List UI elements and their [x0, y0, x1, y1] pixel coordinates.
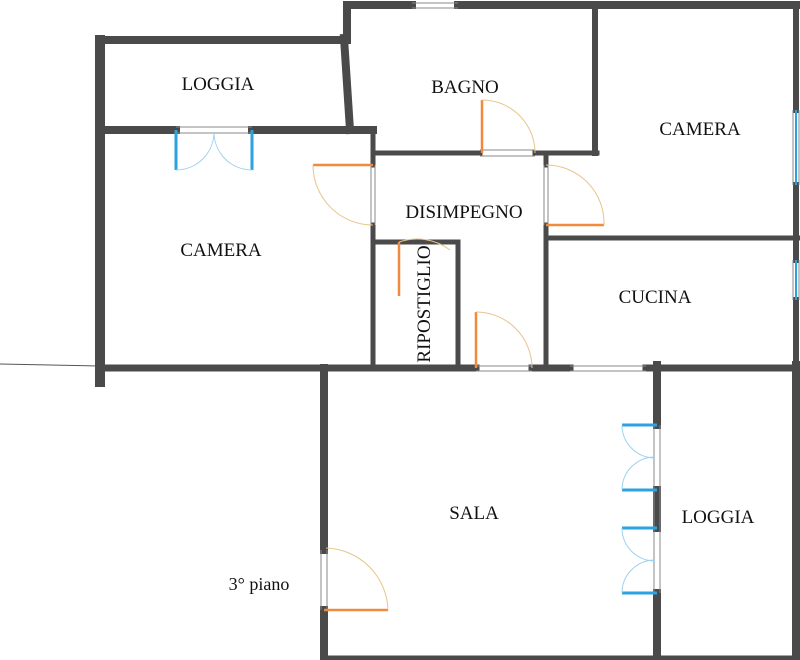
floor-label: 3° piano — [229, 574, 290, 594]
site-boundary-line — [0, 363, 101, 367]
doors — [312, 99, 605, 612]
french-doors — [174, 110, 797, 595]
room-label-loggia-right: LOGGIA — [682, 507, 755, 528]
room-label-bagno: BAGNO — [431, 77, 499, 98]
window-openings — [176, 2, 800, 610]
room-label-cucina: CUCINA — [619, 287, 692, 308]
room-label-disimpegno: DISIMPEGNO — [405, 202, 522, 223]
walls — [95, 1, 800, 660]
room-label-camera-left: CAMERA — [180, 240, 262, 261]
room-label-ripostiglio: RIPOSTIGLIO — [414, 245, 435, 362]
room-label-camera-right: CAMERA — [659, 119, 741, 140]
room-label-sala: SALA — [449, 503, 499, 524]
room-label-loggia-top: LOGGIA — [182, 74, 255, 95]
